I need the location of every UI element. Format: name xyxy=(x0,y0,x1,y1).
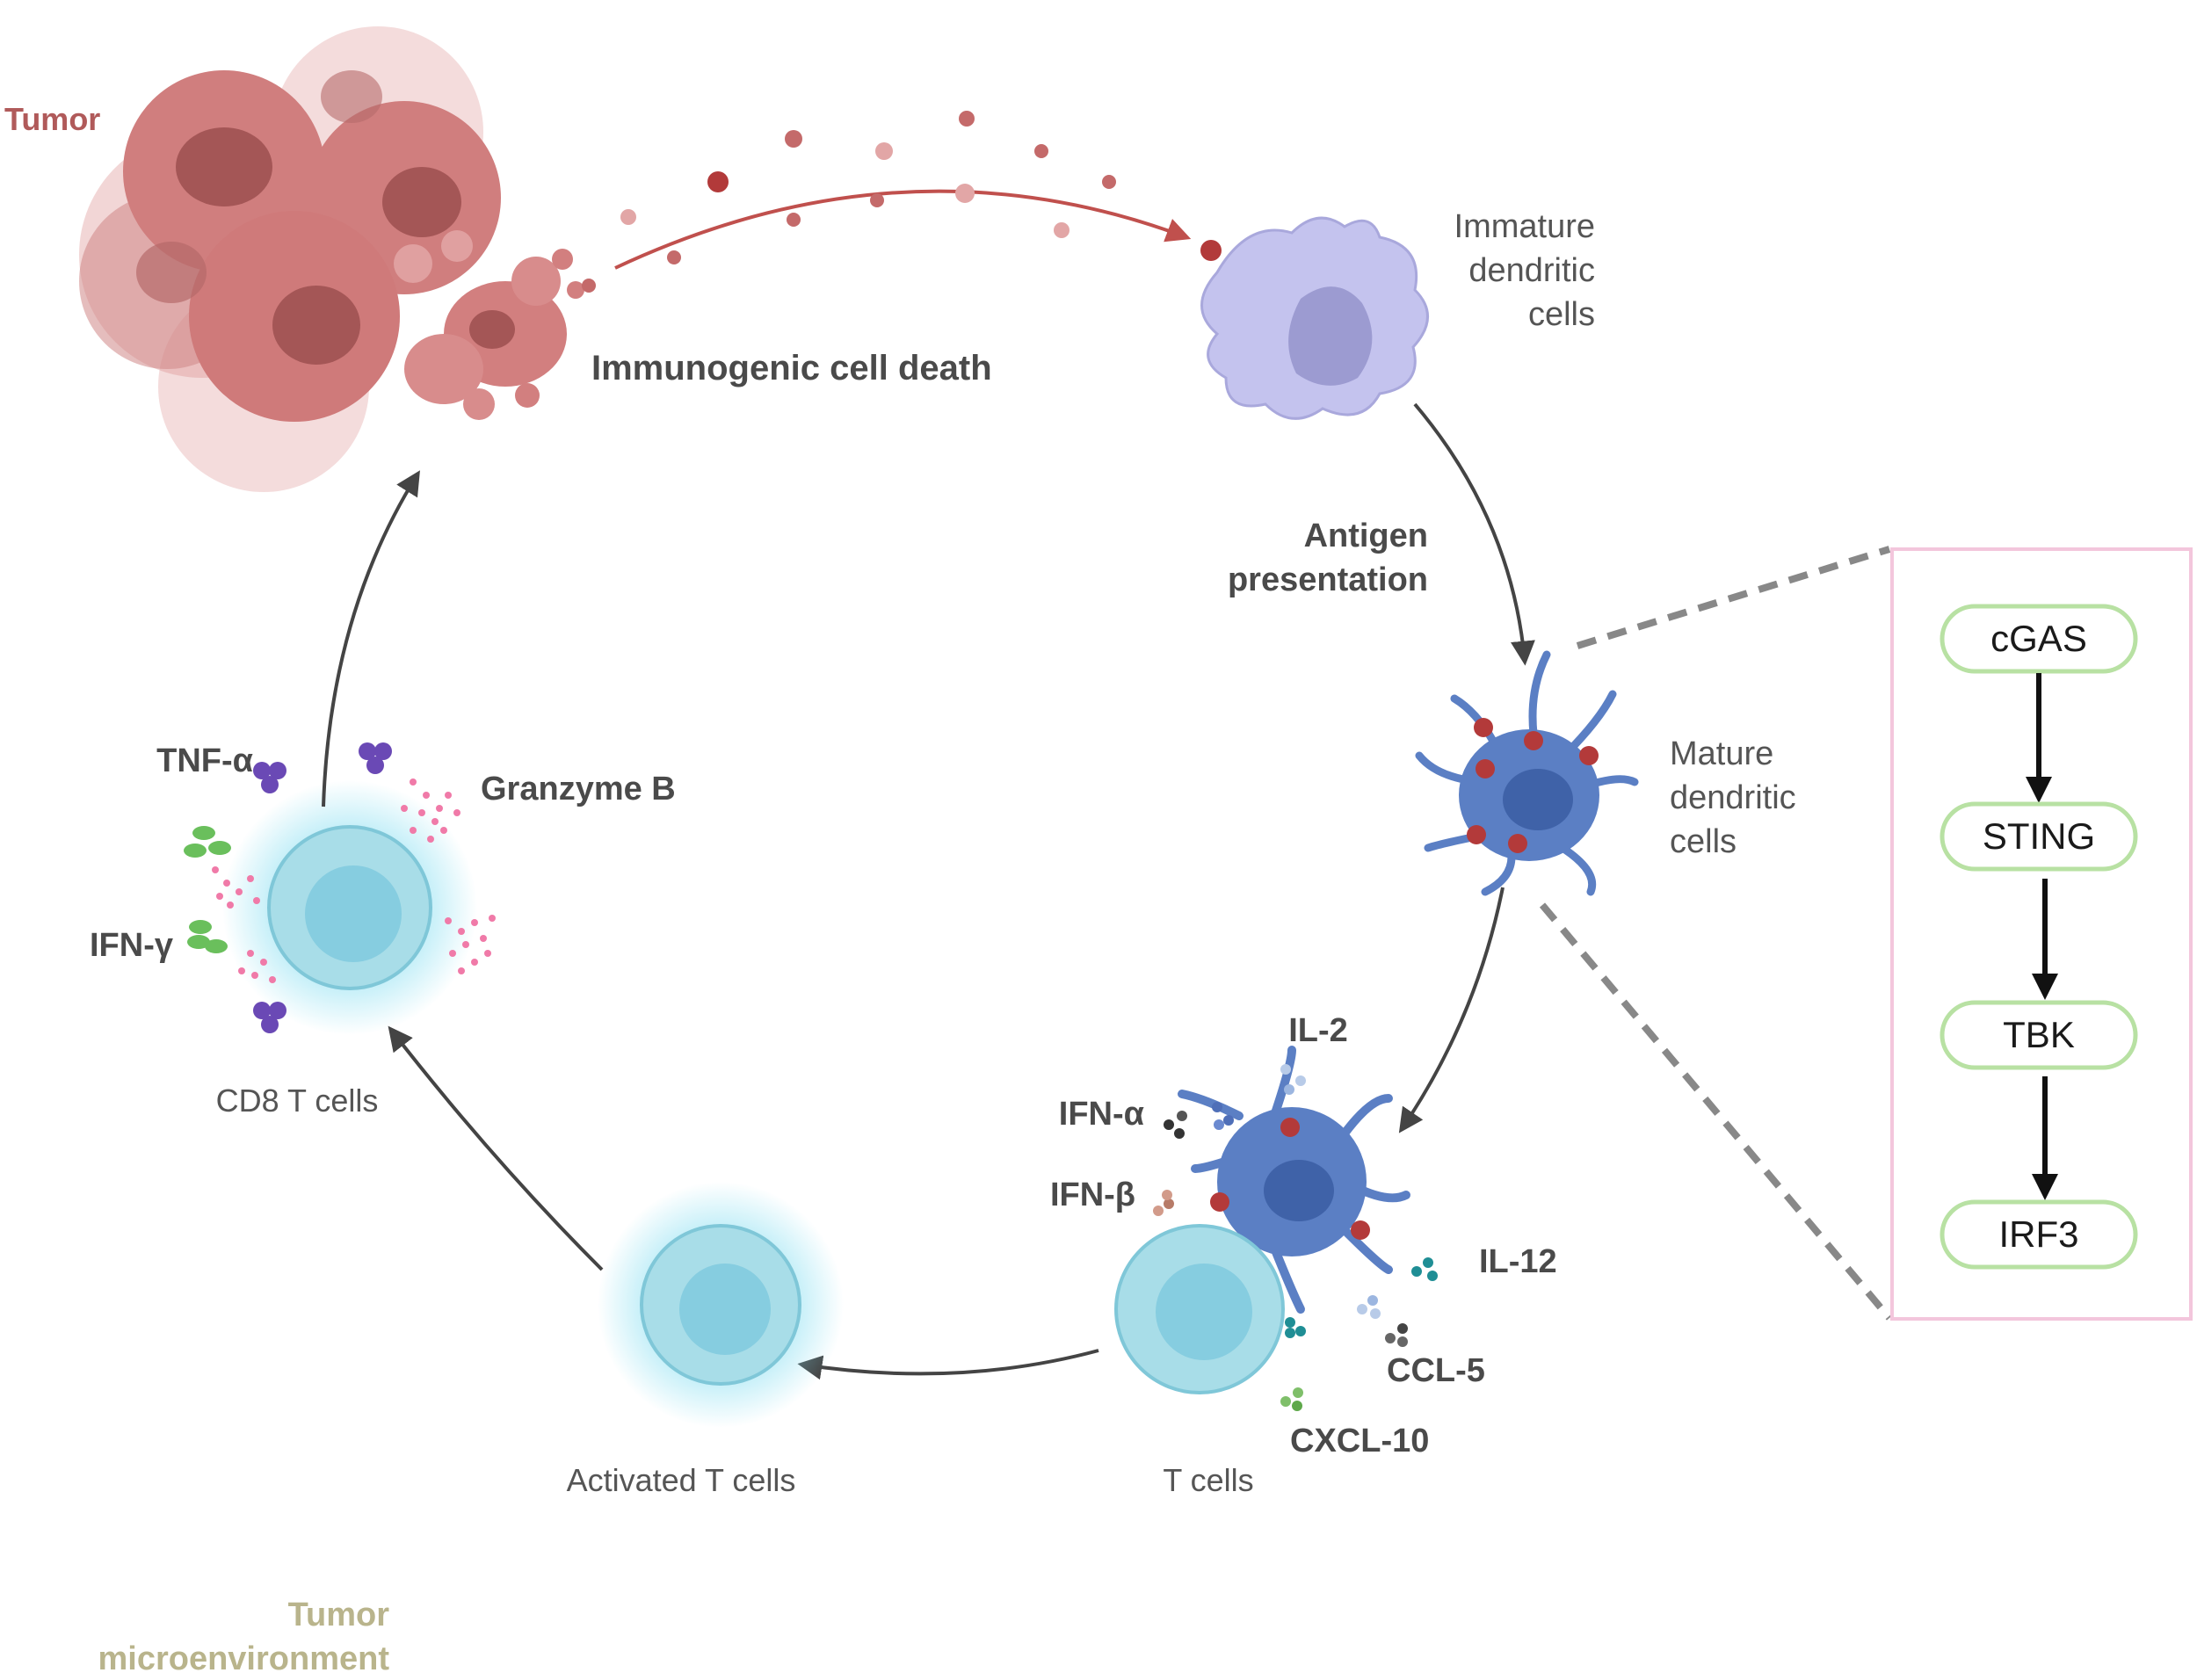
svg-text:dendritic: dendritic xyxy=(1468,252,1595,289)
antigen-presentation-arrow xyxy=(1413,402,1535,666)
granzyme-b-dots xyxy=(212,778,496,983)
dc-to-tcell-arrow xyxy=(1398,887,1505,1133)
immature-dc-label: Immature dendritic cells xyxy=(1454,208,1595,333)
il2-label: IL-2 xyxy=(1288,1012,1348,1049)
ifn-beta-label: IFN-β xyxy=(1050,1177,1135,1213)
svg-text:cells: cells xyxy=(1528,296,1595,333)
svg-text:Mature: Mature xyxy=(1670,735,1773,772)
svg-text:Antigen: Antigen xyxy=(1304,518,1428,554)
activated-to-cd8-arrow xyxy=(388,1025,604,1271)
ifn-alpha-label: IFN-α xyxy=(1059,1096,1144,1133)
svg-text:IRF3: IRF3 xyxy=(1998,1213,2078,1255)
ifn-gamma-molecules xyxy=(184,826,231,953)
antigen-presentation-label: Antigen presentation xyxy=(1228,518,1428,598)
svg-text:microenvironment: microenvironment xyxy=(98,1640,389,1676)
tumor-cluster xyxy=(79,26,584,492)
svg-text:Immature: Immature xyxy=(1454,208,1595,245)
cxcl10-label: CXCL-10 xyxy=(1290,1423,1429,1459)
zoom-line-top xyxy=(1576,546,1891,649)
antigen-particles xyxy=(582,111,1222,293)
ccl5-label: CCL-5 xyxy=(1387,1352,1485,1389)
t-cells-label: T cells xyxy=(1163,1462,1253,1498)
tcell-to-activated-arrow xyxy=(797,1349,1099,1380)
immature-dendritic-cell xyxy=(1200,216,1429,420)
mature-dc-label: Mature dendritic cells xyxy=(1670,735,1796,860)
cd8-to-tumor-arrow xyxy=(322,470,420,807)
cd8-t-cells-label: CD8 T cells xyxy=(216,1083,379,1119)
tnf-alpha-label: TNF-α xyxy=(156,742,253,779)
svg-text:STING: STING xyxy=(1983,815,2095,857)
ifn-gamma-label: IFN-γ xyxy=(90,927,173,964)
t-cell xyxy=(1114,1224,1285,1394)
svg-text:presentation: presentation xyxy=(1228,561,1428,598)
pathway-node-cgas: cGAS xyxy=(1940,604,2138,674)
tumor-microenvironment-label: Tumor microenvironment xyxy=(98,1597,390,1677)
svg-text:dendritic: dendritic xyxy=(1670,779,1796,816)
il12-label: IL-12 xyxy=(1479,1243,1557,1280)
granzyme-b-label: Granzyme B xyxy=(481,771,676,807)
cd8-t-cell xyxy=(222,780,477,1035)
svg-text:Tumor: Tumor xyxy=(288,1597,390,1633)
activated-t-cell xyxy=(598,1182,844,1428)
immunogenic-cell-death-label: Immunogenic cell death xyxy=(591,349,992,387)
pathway-node-tbk: TBK xyxy=(1940,1000,2138,1070)
tnf-alpha-molecules xyxy=(253,742,392,1033)
pathway-node-sting: STING xyxy=(1940,801,2138,872)
zoom-line-bottom xyxy=(1539,902,1893,1321)
pathway-node-irf3: IRF3 xyxy=(1940,1199,2138,1270)
antigen-release-arrow xyxy=(614,189,1192,270)
activated-t-cells-label: Activated T cells xyxy=(567,1462,796,1498)
svg-text:cGAS: cGAS xyxy=(1990,618,2087,659)
cytokine-dots xyxy=(1153,1064,1438,1411)
svg-text:TBK: TBK xyxy=(2003,1014,2075,1055)
svg-text:cells: cells xyxy=(1670,823,1737,860)
mature-dendritic-cell xyxy=(1415,650,1639,896)
tumor-label: Tumor xyxy=(4,101,100,137)
dc-tcell-synapse xyxy=(1178,1046,1410,1314)
